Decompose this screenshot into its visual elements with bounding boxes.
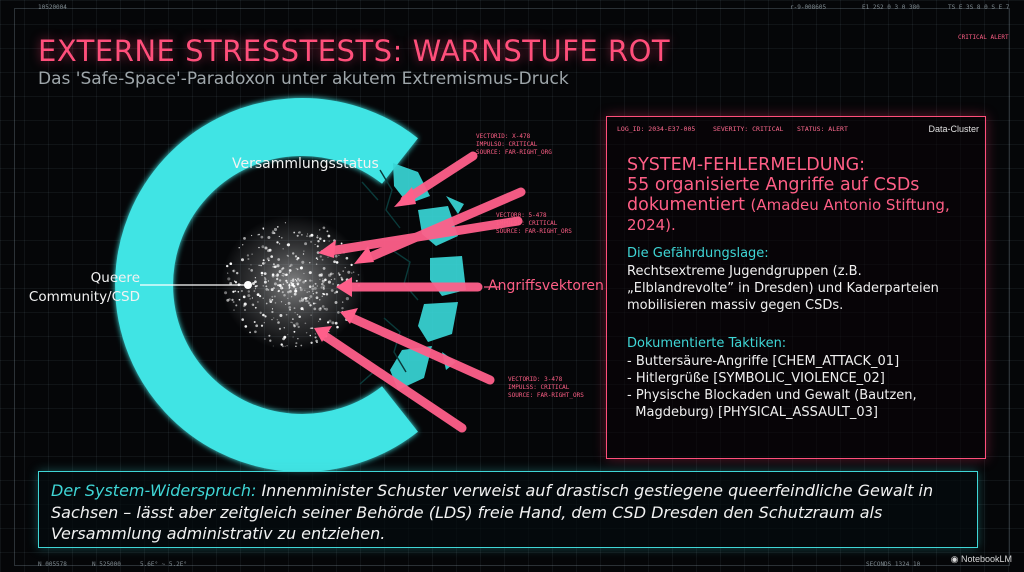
tactics-heading: Dokumentierte Taktiken: xyxy=(627,336,787,351)
tactic-item: - Hitlergrüße [SYMBOLIC_VIOLENCE_02] xyxy=(627,371,885,386)
status: STATUS: ALERT xyxy=(797,125,848,133)
attack-vectors-label: Angriffsvektoren xyxy=(488,278,604,294)
hud-bottom-right: SECONDS 1324 10 xyxy=(866,561,921,568)
tactic-item: Magdeburg) [PHYSICAL_ASSAULT_03] xyxy=(627,405,878,420)
tactics-list: - Buttersäure-Angriffe [CHEM_ATTACK_01] … xyxy=(627,353,977,421)
attack-arrows xyxy=(320,151,526,433)
severity: SEVERITY: CRITICAL xyxy=(713,125,784,133)
threat-text: Rechtsextreme Jugendgruppen (z.B. „Elbla… xyxy=(627,264,939,313)
notebooklm-logo: ◉ NotebookLM xyxy=(950,554,1012,564)
hud-critical-alert: CRITICAL ALERT xyxy=(958,34,1009,41)
community-label-2: Community/CSD xyxy=(28,289,140,305)
community-label-1: Queere xyxy=(90,270,140,286)
page-subtitle: Das 'Safe-Space'-Paradoxon unter akutem … xyxy=(38,69,569,89)
threat-heading: Die Gefährdungslage: xyxy=(627,246,769,261)
system-error-panel: LOG_ID: 2034-E37-005 SEVERITY: CRITICAL … xyxy=(606,116,986,459)
hud-top-center: r-9-008605 xyxy=(790,4,827,11)
page-title: EXTERNE STRESSTESTS: WARNSTUFE ROT xyxy=(38,34,671,68)
hud-top-left: 10520004 xyxy=(38,4,67,11)
contradiction-box: Der System-Widerspruch: Innenminister Sc… xyxy=(38,471,978,548)
contradiction-text: Der System-Widerspruch: Innenminister Sc… xyxy=(51,481,934,543)
panel-title: SYSTEM-FEHLERMELDUNG: 55 organisierte An… xyxy=(627,155,950,234)
hud-bottom-1: N 005578 xyxy=(38,561,67,568)
attack-arrowheads xyxy=(314,187,416,342)
data-cluster-label: Data-Cluster xyxy=(928,124,979,134)
log-id: LOG_ID: 2034-E37-005 xyxy=(617,125,696,133)
hud-bottom-3: 5.6E° ~ 5.2E° xyxy=(140,561,187,568)
hud-frame xyxy=(14,8,1010,566)
tactic-item: - Buttersäure-Angriffe [CHEM_ATTACK_01] xyxy=(627,354,900,369)
ring-label: Versammlungsstatus xyxy=(232,156,379,172)
contradiction-lead: Der System-Widerspruch: xyxy=(51,481,257,500)
panel-status-bar: LOG_ID: 2034-E37-005 SEVERITY: CRITICAL … xyxy=(613,123,979,137)
hud-bottom-2: N 525000 xyxy=(92,561,121,568)
hud-top-right: E1 2S2 0 3 0 380 xyxy=(862,4,920,11)
hud-top-right-2: TS E 3S 8 0 S E 7 xyxy=(948,4,1010,11)
tactic-item: - Physische Blockaden und Gewalt (Bautze… xyxy=(627,388,917,403)
